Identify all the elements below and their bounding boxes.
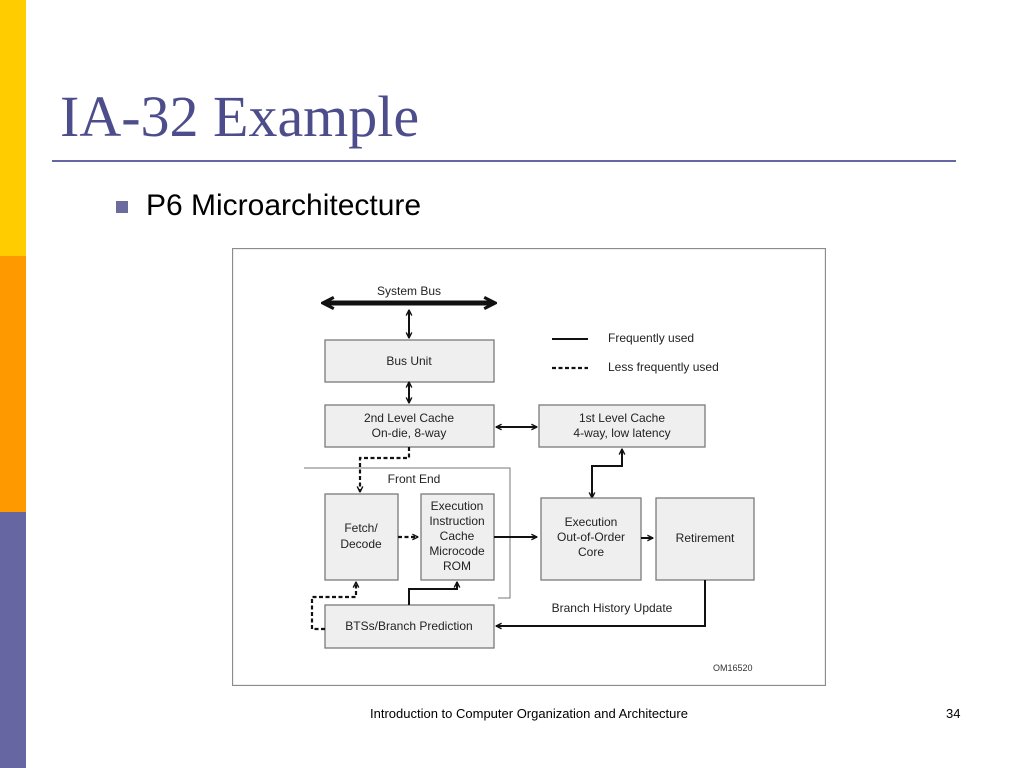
legend-less-label: Less frequently used bbox=[608, 360, 719, 374]
exec-cache-line3: Cache bbox=[440, 529, 475, 543]
exec-cache-line1: Execution bbox=[431, 499, 484, 513]
sidebar-purple-block bbox=[0, 512, 26, 768]
ooo-core-box bbox=[540, 497, 642, 581]
btb-fetch-dashed-arrow bbox=[310, 582, 356, 631]
retirement-box bbox=[655, 497, 755, 581]
figure-id-label: OM16520 bbox=[713, 663, 753, 673]
legend-frequent-label: Frequently used bbox=[608, 331, 694, 345]
front-end-label: Front End bbox=[388, 472, 441, 486]
l2-cache-line2: On-die, 8-way bbox=[372, 426, 447, 440]
branch-history-label: Branch History Update bbox=[552, 601, 673, 615]
l2-cache-line1: 2nd Level Cache bbox=[364, 411, 454, 425]
l1-cache-line2: 4-way, low latency bbox=[573, 426, 670, 440]
btb-execcache-arrow bbox=[408, 582, 457, 605]
fetch-decode-line2: Decode bbox=[340, 537, 382, 551]
front-end-boundary bbox=[304, 467, 511, 599]
square-bullet-icon bbox=[116, 201, 128, 213]
l1-core-arrow bbox=[592, 449, 622, 498]
system-bus-label: System Bus bbox=[377, 284, 441, 298]
slide-footer: Introduction to Computer Organization an… bbox=[370, 706, 688, 721]
bus-unit-label: Bus Unit bbox=[386, 354, 432, 368]
l1-cache-box bbox=[538, 404, 706, 448]
ooo-core-line3: Core bbox=[578, 545, 604, 559]
sidebar-yellow-block bbox=[0, 0, 26, 256]
exec-cache-line4: Microcode bbox=[429, 544, 485, 558]
ooo-core-line2: Out-of-Order bbox=[557, 530, 625, 544]
l2-fetch-dashed-arrow bbox=[360, 447, 411, 492]
btb-label: BTSs/Branch Prediction bbox=[345, 619, 472, 633]
ooo-core-line1: Execution bbox=[565, 515, 618, 529]
bus-unit-box bbox=[324, 339, 495, 383]
fetch-decode-line1: Fetch/ bbox=[344, 521, 378, 535]
retirement-label: Retirement bbox=[676, 531, 735, 545]
l1-cache-line1: 1st Level Cache bbox=[579, 411, 665, 425]
exec-cache-line2: Instruction bbox=[429, 514, 484, 528]
page-number: 34 bbox=[946, 706, 961, 721]
title-underline bbox=[52, 160, 956, 162]
exec-cache-box bbox=[420, 493, 495, 581]
p6-diagram-svg: System Bus Frequently used Less frequent… bbox=[232, 248, 826, 686]
figure-frame bbox=[232, 248, 826, 686]
retirement-btb-arrow bbox=[496, 580, 706, 626]
slide-title: IA-32 Example bbox=[60, 84, 420, 149]
bullet-text: P6 Microarchitecture bbox=[146, 189, 422, 222]
sidebar-orange-block bbox=[0, 256, 26, 512]
sidebar-stripe bbox=[0, 0, 26, 768]
p6-diagram: System Bus Frequently used Less frequent… bbox=[232, 248, 826, 686]
exec-cache-line5: ROM bbox=[443, 559, 471, 573]
